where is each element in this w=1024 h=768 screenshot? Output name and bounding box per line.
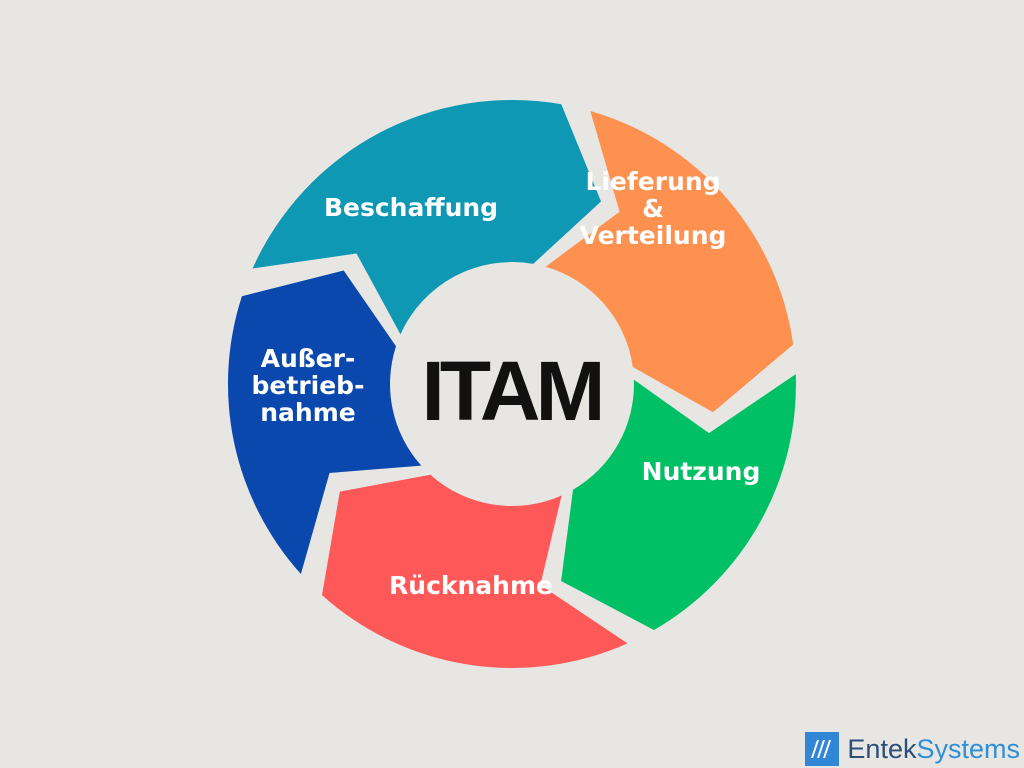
segment-ruecknahme	[322, 474, 628, 668]
segment-label-ruecknahme: Rücknahme	[389, 571, 553, 600]
segment-lieferung	[545, 111, 794, 413]
segment-ausserbetriebnahme	[227, 270, 422, 574]
segment-label-line: Beschaffung	[324, 193, 498, 222]
brand-name-part2: Systems	[916, 734, 1020, 764]
segment-label-lieferung: Lieferung&Verteilung	[580, 167, 727, 250]
segment-nutzung	[561, 374, 796, 630]
segment-label-beschaffung: Beschaffung	[324, 193, 498, 222]
segment-label-line: Rücknahme	[389, 571, 553, 600]
brand-name-part1: Entek	[847, 734, 917, 764]
segment-beschaffung	[252, 99, 601, 335]
brand-name: EntekSystems	[847, 732, 1020, 766]
segment-label-line: Außer-	[261, 344, 356, 373]
segment-label-line: Verteilung	[580, 221, 727, 250]
segment-label-ausserbetriebnahme: Außer-betrieb-nahme	[252, 344, 365, 427]
segment-label-nutzung: Nutzung	[642, 457, 761, 486]
brand-mark-icon	[805, 732, 840, 766]
segment-label-line: Nutzung	[642, 457, 761, 486]
brand-logo: EntekSystems	[805, 732, 1020, 766]
center-label-itam: ITAM	[421, 344, 600, 438]
segment-label-line: nahme	[260, 398, 355, 427]
segment-label-line: &	[642, 194, 664, 223]
segment-label-line: Lieferung	[585, 167, 720, 196]
segment-label-line: betrieb-	[252, 371, 365, 400]
